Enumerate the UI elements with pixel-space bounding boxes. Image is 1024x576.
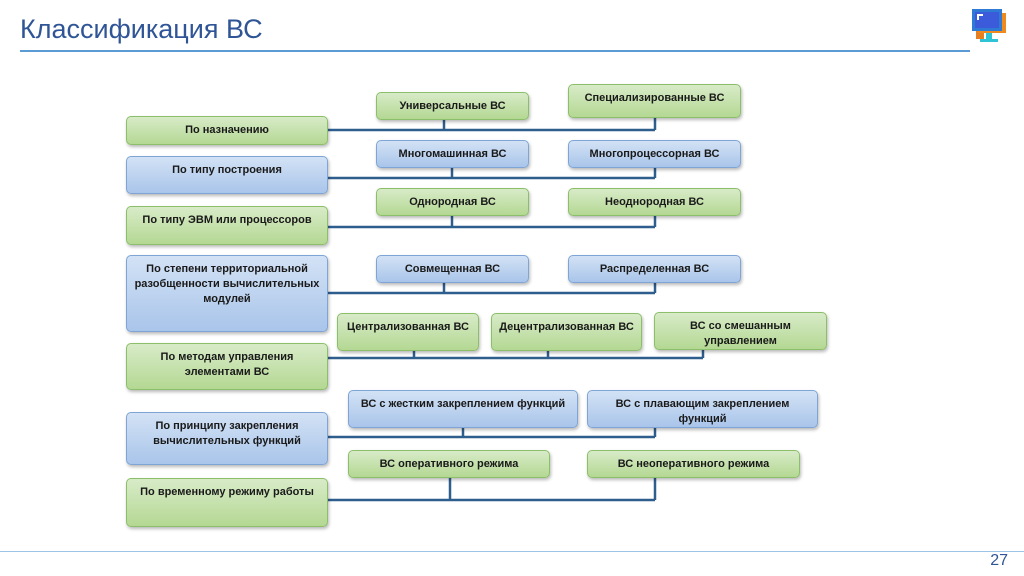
monitor-icon	[972, 9, 1006, 42]
value-combined: Совмещенная ВС	[376, 255, 529, 283]
value-specialized: Специализированные ВС	[568, 84, 741, 118]
value-floating-binding: ВС с плавающим закреплением функций	[587, 390, 818, 428]
value-rigid-binding: ВС с жестким закреплением функций	[348, 390, 578, 428]
criterion-purpose: По назначению	[126, 116, 328, 145]
page-number: 27	[990, 552, 1008, 569]
title-underline	[20, 50, 970, 52]
value-decentralized: Децентрализованная ВС	[491, 313, 642, 351]
value-homogeneous: Однородная ВС	[376, 188, 529, 216]
value-centralized: Централизованная ВС	[337, 313, 479, 351]
footer-divider	[0, 551, 1024, 552]
criterion-cpu-type: По типу ЭВМ или процессоров	[126, 206, 328, 245]
value-multiprocessor: Многопроцессорная ВС	[568, 140, 741, 168]
criterion-time-mode: По временному режиму работы	[126, 478, 328, 527]
value-offline-mode: ВС неоперативного режима	[587, 450, 800, 478]
value-multimachine: Многомашинная ВС	[376, 140, 529, 168]
page-title: Классификация ВС	[20, 14, 263, 44]
criterion-function-binding: По принципу закрепления вычислительных ф…	[126, 412, 328, 465]
criterion-control-methods: По методам управления элементами ВС	[126, 343, 328, 390]
value-heterogeneous: Неоднородная ВС	[568, 188, 741, 216]
criterion-build-type: По типу построения	[126, 156, 328, 194]
value-mixed-control: ВС со смешанным управлением	[654, 312, 827, 350]
criterion-territorial: По степени территориальной разобщенности…	[126, 255, 328, 332]
value-distributed: Распределенная ВС	[568, 255, 741, 283]
value-online-mode: ВС оперативного режима	[348, 450, 550, 478]
value-universal: Универсальные ВС	[376, 92, 529, 120]
